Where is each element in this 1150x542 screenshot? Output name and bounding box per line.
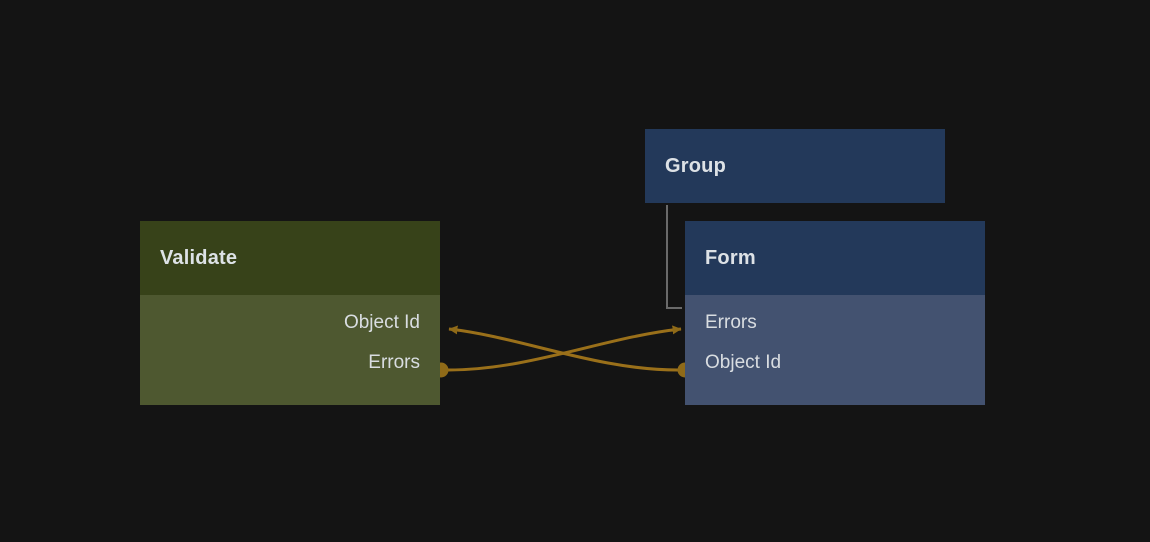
edge-path <box>447 325 682 372</box>
node-form[interactable]: Form Errors Object Id <box>685 221 985 405</box>
port-row-validate-errors[interactable]: Errors <box>140 342 440 382</box>
node-validate-header[interactable]: Validate <box>140 221 440 295</box>
port-row-form-errors[interactable]: Errors <box>685 302 985 342</box>
port-label-validate-object-id: Object Id <box>343 311 420 333</box>
edge-path <box>448 325 679 372</box>
node-validate-body: Object Id Errors <box>140 295 440 405</box>
node-form-title: Form <box>705 247 756 269</box>
node-form-body: Errors Object Id <box>685 295 985 405</box>
node-validate[interactable]: Validate Object Id Errors <box>140 221 440 405</box>
port-label-form-errors: Errors <box>705 311 757 333</box>
node-validate-title: Validate <box>160 247 238 269</box>
node-group-title: Group <box>665 155 726 177</box>
port-row-form-object-id[interactable]: Object Id <box>685 342 985 382</box>
port-row-validate-object-id[interactable]: Object Id <box>140 302 440 342</box>
node-group-header[interactable]: Group <box>645 129 945 203</box>
port-label-validate-errors: Errors <box>368 351 420 373</box>
edge-form-objectid-to-validate-objectid <box>448 325 693 378</box>
node-group[interactable]: Group <box>645 129 945 203</box>
edge-validate-errors-to-form-errors <box>433 325 682 378</box>
port-label-form-object-id: Object Id <box>705 351 782 373</box>
node-form-header[interactable]: Form <box>685 221 985 295</box>
tree-link-path <box>666 205 682 309</box>
